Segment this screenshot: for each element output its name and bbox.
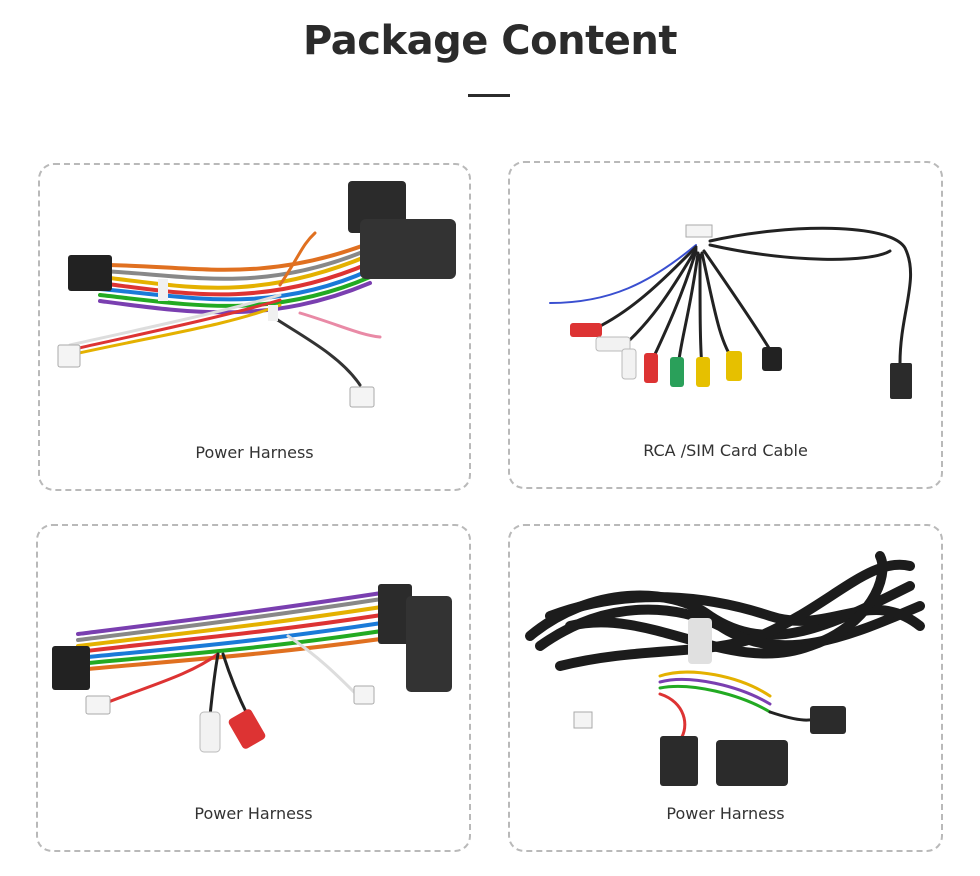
item-card-rca-sim-cable: RCA /SIM Card Cable bbox=[508, 161, 943, 489]
rca-red-plug bbox=[228, 709, 266, 749]
item-caption: RCA /SIM Card Cable bbox=[643, 441, 808, 460]
main-connector-block bbox=[406, 596, 452, 692]
item-caption: Power Harness bbox=[194, 804, 313, 823]
item-caption: Power Harness bbox=[195, 443, 314, 462]
rca-sim-cable-image bbox=[549, 224, 913, 399]
quadlock-connector-b bbox=[716, 740, 788, 786]
sim-card-holder bbox=[890, 363, 912, 399]
extension-harness-image bbox=[525, 551, 925, 786]
rca-white-plug bbox=[199, 711, 221, 753]
female-connector bbox=[52, 646, 90, 690]
item-card-power-harness-1: Power Harness bbox=[38, 163, 471, 491]
quadlock-connector-a bbox=[660, 736, 698, 786]
rca-red-plug bbox=[570, 323, 602, 337]
title-underline bbox=[468, 94, 510, 97]
page-title: Package Content bbox=[303, 18, 677, 64]
power-harness-image bbox=[57, 181, 456, 408]
female-connector bbox=[68, 255, 112, 291]
tape-wrap bbox=[688, 618, 712, 664]
item-card-power-harness-3: Power Harness bbox=[508, 524, 943, 852]
item-card-power-harness-2: Power Harness bbox=[36, 524, 471, 852]
item-caption: Power Harness bbox=[666, 804, 785, 823]
power-harness-image bbox=[52, 584, 452, 753]
